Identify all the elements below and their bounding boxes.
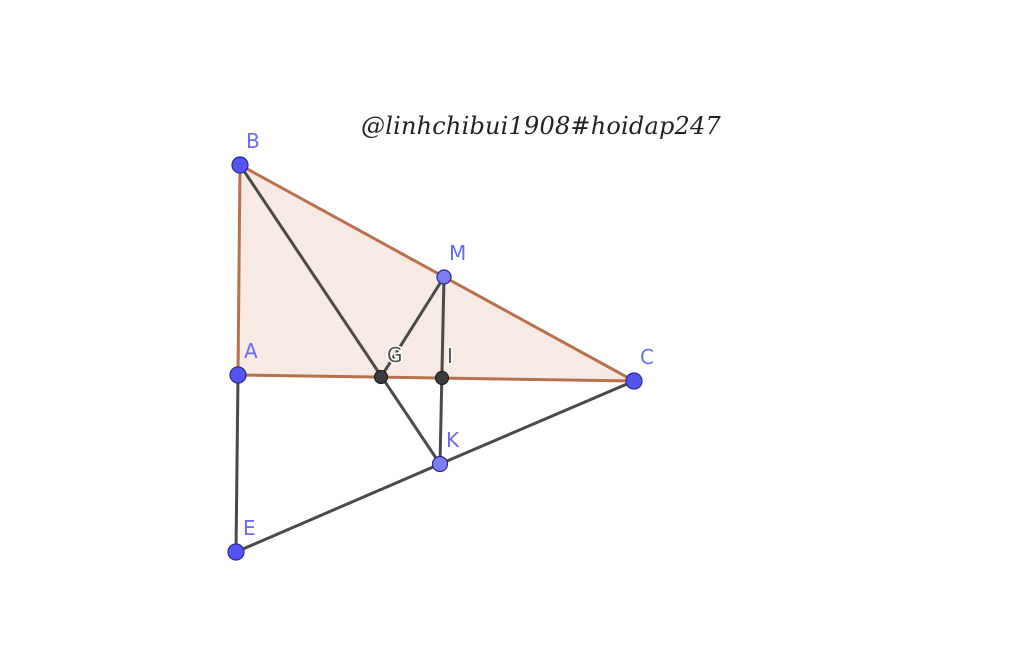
point-label-a: A [244, 339, 258, 363]
point-label-i: I [447, 344, 453, 368]
point-k[interactable] [431, 455, 449, 473]
point-b[interactable] [231, 156, 249, 174]
segment-bk [238, 163, 442, 466]
watermark-text: @linhchibui1908#hoidap247 [361, 112, 721, 140]
edge-bc [238, 163, 636, 383]
point-a[interactable] [229, 366, 247, 384]
point-label-e: E [243, 516, 256, 540]
point-label-k: K [446, 428, 460, 452]
segment-mg [379, 275, 446, 379]
points-layer [227, 156, 643, 561]
point-c[interactable] [625, 372, 643, 390]
point-m[interactable] [436, 269, 452, 285]
point-i[interactable] [434, 370, 450, 386]
segment-ae [234, 373, 240, 554]
segment-kc [438, 379, 636, 466]
point-label-b: B [246, 129, 260, 153]
segments [234, 163, 636, 554]
point-e[interactable] [227, 543, 245, 561]
point-label-c: C [640, 345, 654, 369]
point-g[interactable] [373, 369, 389, 385]
edge-ab [236, 163, 242, 377]
labels-layer: B M A G I C K E [243, 129, 654, 540]
point-label-g: G [387, 343, 403, 367]
segment-mk [438, 275, 446, 466]
point-label-m: M [449, 241, 466, 265]
segment-ek [234, 462, 442, 554]
